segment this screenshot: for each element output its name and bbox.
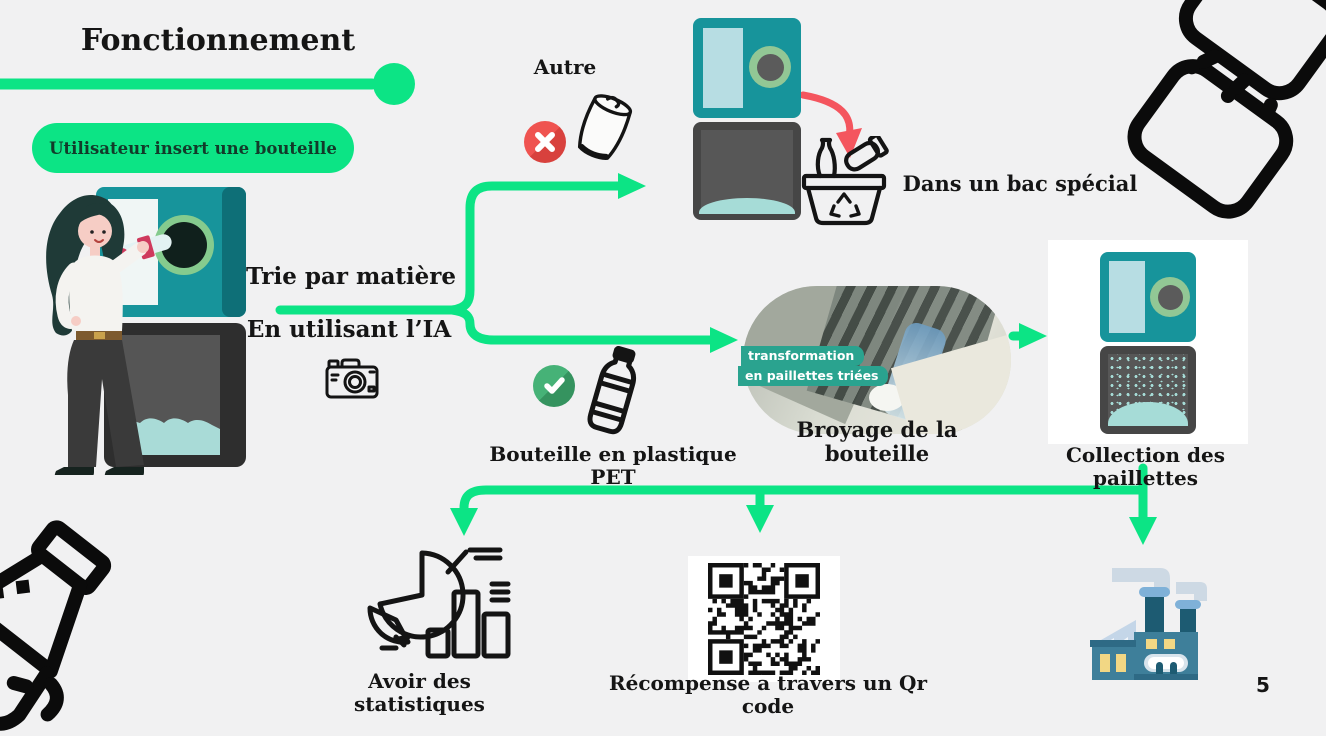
- collection-card: [1048, 240, 1248, 444]
- sort-text-line2: En utilisant l’IA: [246, 316, 452, 343]
- woman-inserting-bottle-illustration: [46, 187, 246, 475]
- kiosk-screen: [703, 28, 743, 108]
- arrowhead-qr: [746, 505, 774, 533]
- reject-label: Autre: [533, 55, 597, 79]
- accept-label: Bouteille en plastique PET: [489, 442, 737, 489]
- red-curved-arrow: [799, 91, 862, 158]
- camera-icon: [325, 358, 379, 399]
- statistics-icon: [367, 547, 511, 659]
- stats-label: Avoir des statistiques: [354, 669, 485, 716]
- factory-icon: [1090, 568, 1207, 680]
- recycling-kiosk-graphic: [1100, 252, 1196, 434]
- kiosk-bin: [693, 122, 801, 220]
- arrowhead-stats: [450, 508, 478, 536]
- arrowhead-reject: [618, 173, 646, 199]
- cross-icon: [524, 121, 566, 163]
- photo-caption-line2: en paillettes triées: [738, 366, 889, 386]
- page-number: 5: [1256, 673, 1270, 697]
- kiosk-inlet: [749, 46, 791, 88]
- recycling-kiosk-graphic: [693, 18, 801, 220]
- check-icon: [533, 365, 575, 407]
- reward-label: Récompense a travers un Qr code: [609, 671, 927, 718]
- pet-bottle-icon: [587, 346, 637, 435]
- recycle-basket-icon: [801, 136, 889, 226]
- flakes-pile: [699, 198, 795, 214]
- qr-code: [708, 563, 820, 675]
- sort-text-line1: Trie par matière: [245, 263, 457, 290]
- arrowhead-collect: [1019, 323, 1047, 349]
- arrowhead-shred: [710, 327, 738, 353]
- collect-caption: Collection des paillettes: [1065, 443, 1225, 490]
- step-insert-label: Utilisateur insert une bouteille: [49, 138, 337, 158]
- flakes-pile: [116, 418, 220, 455]
- can-icon: [577, 94, 633, 160]
- kiosk-head: [693, 18, 801, 118]
- photo-caption-line1: transformation: [741, 346, 865, 366]
- page-title: Fonctionnement: [80, 23, 356, 58]
- title-rule-dot: [373, 63, 415, 105]
- crushed-can-illustration: [1127, 0, 1326, 219]
- shred-caption: Broyage de la bouteille: [796, 417, 958, 467]
- step-insert-pill: Utilisateur insert une bouteille: [32, 123, 354, 173]
- arrowhead-factory: [1129, 517, 1157, 545]
- plastic-bottle-illustration: [0, 520, 112, 731]
- reject-result-label: Dans un bac spécial: [902, 171, 1138, 196]
- qr-card: [688, 556, 840, 682]
- woman-figure: [46, 194, 149, 475]
